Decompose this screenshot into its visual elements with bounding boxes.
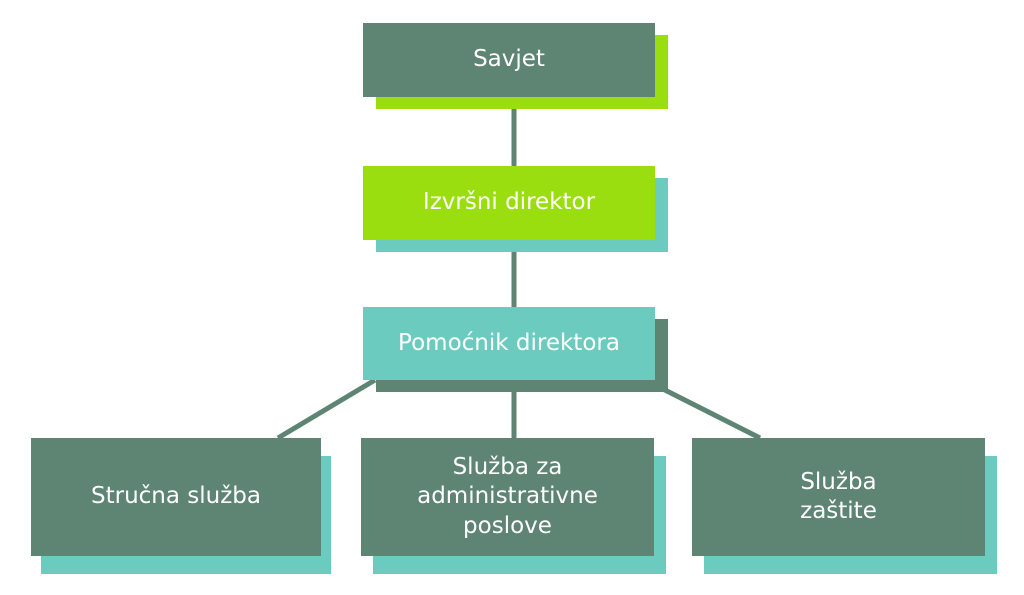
node-izvrsni-direktor-label: Izvršni direktor	[363, 166, 655, 240]
node-pomocnik-direktora: Pomoćnik direktora	[363, 307, 668, 392]
node-savjet: Savjet	[363, 23, 668, 109]
node-savjet-label: Savjet	[363, 23, 655, 97]
node-strucna-sluzba: Stručna služba	[31, 438, 331, 574]
node-sluzba-zastite-label: Služba zaštite	[692, 438, 985, 556]
node-sluzba-zastite: Služba zaštite	[692, 438, 997, 574]
connector-pomocnik-strucna	[276, 377, 377, 441]
node-pomocnik-direktora-label: Pomoćnik direktora	[363, 307, 655, 380]
node-sluzba-administrativne: Služba za administrativne poslove	[361, 438, 666, 574]
connector-pomocnik-zastite	[653, 382, 762, 441]
node-izvrsni-direktor: Izvršni direktor	[363, 166, 668, 252]
node-strucna-sluzba-label: Stručna služba	[31, 438, 321, 556]
node-sluzba-administrativne-label: Služba za administrativne poslove	[361, 438, 654, 556]
